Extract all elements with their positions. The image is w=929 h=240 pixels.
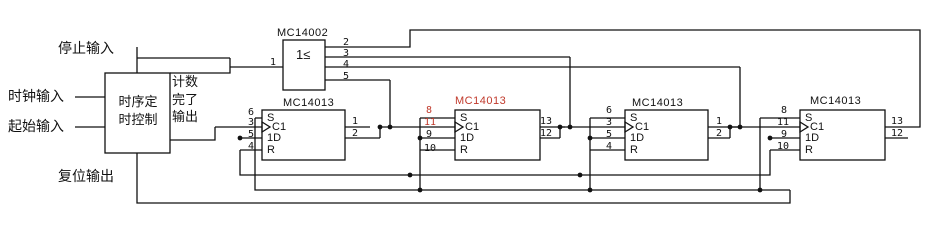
ff4-pin-d: 9 <box>781 129 788 140</box>
ff2-input-c: C1 <box>465 121 480 133</box>
ff4-input-d: 1D <box>805 132 820 144</box>
clock-input-label: 时钟输入 <box>8 89 64 105</box>
ff2-pin-s: 8 <box>426 105 433 116</box>
ff4-pin-q: 13 <box>891 116 904 127</box>
nor-gate-symbol: 1≤ <box>296 47 311 62</box>
ff1-pin-r: 4 <box>248 141 255 152</box>
timing-block-line1: 时序定 <box>118 95 158 110</box>
ff2-pin-q: 13 <box>540 116 553 127</box>
ff3-input-s: S <box>630 112 638 124</box>
ff3-pin-r: 4 <box>606 141 613 152</box>
ff4-part: MC14013 <box>810 95 862 107</box>
ff2-pin-qn: 12 <box>540 128 553 139</box>
ff1-part: MC14013 <box>283 97 335 109</box>
ff4-pin-s: 8 <box>781 105 788 116</box>
ff2-body <box>454 109 541 161</box>
nor-pin-5: 5 <box>343 71 350 82</box>
count-done-label: 计数 完了 输出 <box>172 74 220 127</box>
ff3-body <box>624 109 709 161</box>
ff4-pin-qn: 12 <box>891 128 904 139</box>
ff2-pin-r: 10 <box>424 143 437 154</box>
ff4-input-c: C1 <box>810 121 825 133</box>
ff1-input-d: 1D <box>267 132 282 144</box>
nor-pin-1: 1 <box>270 57 277 68</box>
ff3-input-c: C1 <box>635 121 650 133</box>
start-input-label: 起始输入 <box>8 119 64 135</box>
ff1-pin-s: 6 <box>248 107 255 118</box>
ff3-part: MC14013 <box>632 97 684 109</box>
ff3-pin-qn: 2 <box>716 128 723 139</box>
circuit-schematic <box>75 29 921 204</box>
ff1-input-c: C1 <box>272 121 287 133</box>
ff2-input-d: 1D <box>460 132 475 144</box>
ff1-input-s: S <box>267 112 275 124</box>
nor-pin-3: 3 <box>343 48 350 59</box>
ff3-pin-d: 5 <box>606 129 613 140</box>
ff4-pin-r: 10 <box>777 141 790 152</box>
ff2-input-s: S <box>460 112 468 124</box>
ff3-pin-s: 6 <box>606 105 613 116</box>
ff2-input-r: R <box>460 144 468 156</box>
ff3-input-r: R <box>630 144 638 156</box>
count-done-line3: 输出 <box>172 110 199 126</box>
ff4-pin-c: 11 <box>777 117 790 128</box>
ff3-pin-q: 1 <box>716 116 723 127</box>
ff2-pin-c: 11 <box>424 117 437 128</box>
ff3-input-d: 1D <box>630 132 645 144</box>
ff4-input-s: S <box>805 112 813 124</box>
timing-block-label: 时序定 时控制 <box>108 94 168 129</box>
nor-pin-4: 4 <box>343 59 350 70</box>
nor-pin-2: 2 <box>343 37 350 48</box>
count-done-line <box>170 58 231 74</box>
ff4-body <box>799 109 886 161</box>
ff1-pin-qn: 2 <box>352 128 359 139</box>
ff1-pin-d: 5 <box>248 129 255 140</box>
ff3-pin-c: 3 <box>606 117 613 128</box>
timing-block-line2: 时控制 <box>118 112 158 128</box>
stop-input-label: 停止输入 <box>58 41 114 57</box>
ff1-pin-c: 3 <box>248 117 255 128</box>
count-done-line1: 计数 <box>172 75 199 90</box>
ff4-input-r: R <box>805 144 813 156</box>
ff1-input-r: R <box>267 144 275 156</box>
ff1-pin-q: 1 <box>352 116 359 127</box>
reset-output-line <box>136 153 791 204</box>
nor-gate-part: MC14002 <box>277 27 329 39</box>
reset-output-label: 复位输出 <box>58 169 114 185</box>
count-done-line2: 完了 <box>172 92 199 108</box>
ff1-body <box>261 109 346 161</box>
ff2-pin-d: 9 <box>426 129 433 140</box>
ff2-part: MC14013 <box>455 95 507 107</box>
nor-gate-body <box>282 39 326 91</box>
